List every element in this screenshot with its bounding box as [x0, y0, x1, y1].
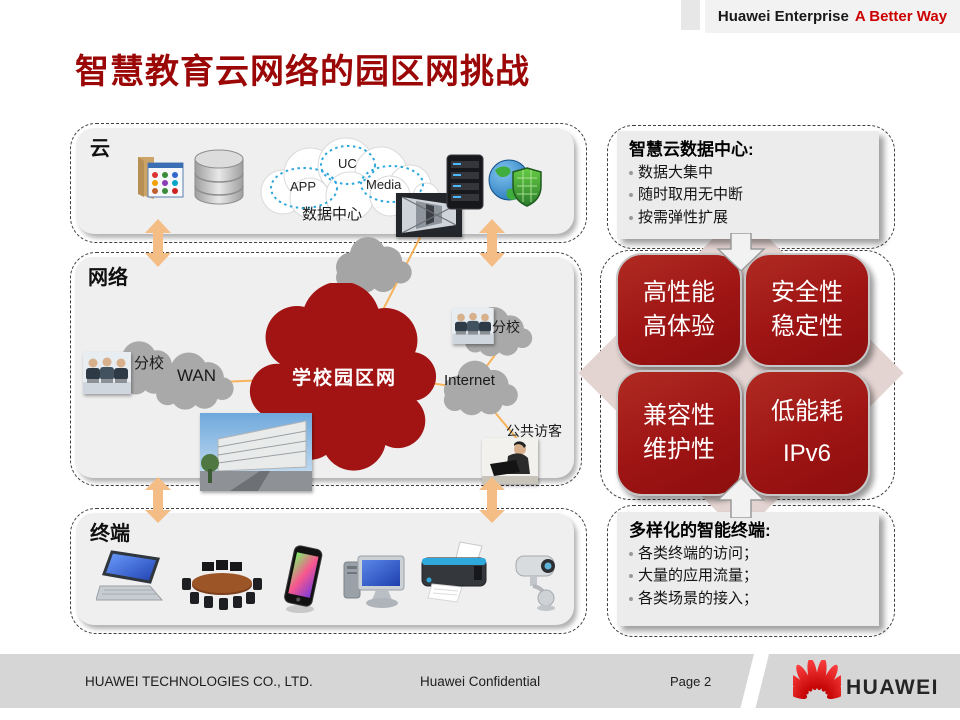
cloud-section-frame — [70, 123, 587, 243]
cloud-dc-bullet: 按需弹性扩展 — [629, 207, 867, 230]
up-arrow-icon — [716, 478, 766, 518]
cloud-dc-bullet: 随时取用无中断 — [629, 184, 867, 207]
terminal-section-label: 终端 — [90, 523, 130, 545]
branch-photo-left — [83, 352, 131, 394]
terminals-bullet: 大量的应用流量； — [629, 565, 867, 588]
visitor-photo — [482, 438, 538, 484]
public-visitor-label: 公共访客 — [506, 423, 562, 439]
desktop-icon — [343, 555, 405, 608]
cloud-section-label: 云 — [90, 138, 110, 160]
media-tag: Media — [366, 177, 402, 192]
branch-photo-right — [452, 308, 494, 344]
branch-right-label: 分校 — [492, 319, 520, 335]
terminal-section-panel — [76, 513, 574, 625]
huawei-logo-icon — [793, 660, 841, 699]
terminals-title: 多样化的智能终端: — [629, 521, 771, 540]
footer-page-number: Page 2 — [670, 673, 712, 689]
brand-text: Huawei Enterprise — [717, 8, 849, 25]
network-terminal-arrow-left-icon — [145, 477, 171, 523]
cloud-network-arrow-left-icon — [145, 219, 171, 267]
challenge-box-security: 安全性 稳定性 — [744, 253, 870, 367]
challenge-line: 维护性 — [643, 436, 715, 463]
cloud-dc-panel: 智慧云数据中心: 数据大集中 随时取用无中断 按需弹性扩展 — [617, 131, 879, 239]
footer-company: HUAWEI TECHNOLOGIES CO., LTD. — [85, 673, 313, 689]
folder-apps-icon — [138, 157, 184, 199]
server-icon — [446, 154, 484, 210]
smartphone-icon — [284, 545, 323, 613]
header-accent-tab — [681, 0, 700, 30]
app-tag: APP — [290, 179, 317, 194]
cloud-network-arrow-right-icon — [479, 219, 505, 267]
challenge-box-compatibility: 兼容性 维护性 — [616, 370, 742, 496]
challenge-box-performance: 高性能 高体验 — [616, 253, 742, 367]
database-icon — [194, 149, 244, 205]
globe-shield-icon — [488, 159, 542, 207]
terminals-bullet: 各类终端的访问； — [629, 543, 867, 566]
building-photo — [200, 413, 312, 491]
terminal-section-frame — [70, 508, 587, 634]
challenge-line: IPv6 — [782, 440, 832, 467]
challenge-line: 稳定性 — [771, 313, 843, 340]
telepresence-icon — [182, 560, 262, 610]
brand-tagline: A Better Way — [854, 8, 948, 25]
down-arrow-icon — [716, 233, 766, 271]
challenge-box-energy: 低能耗 IPv6 — [744, 370, 870, 496]
huawei-logo-text: HUAWEI — [846, 676, 939, 699]
datacenter-label: 数据中心 — [302, 206, 363, 223]
cctv-camera-icon — [515, 555, 555, 611]
laptop-icon — [96, 550, 164, 601]
cloud-dc-title: 智慧云数据中心: — [629, 140, 754, 159]
challenge-line: 兼容性 — [643, 402, 715, 430]
footer-confidential: Huawei Confidential — [420, 673, 541, 689]
footer-divider — [739, 652, 770, 712]
campus-label: 学校园区网 — [292, 368, 398, 389]
internet-label: Internet — [444, 372, 495, 389]
printer-icon — [421, 541, 487, 603]
network-section-label: 网络 — [88, 267, 128, 289]
header-banner: Huawei Enterprise A Better Way — [705, 0, 960, 33]
terminals-panel: 多样化的智能终端: 各类终端的访问； 大量的应用流量； 各类场景的接入； — [617, 512, 879, 626]
page-title: 智慧教育云网络的园区网挑战 — [75, 53, 530, 91]
wan-label: WAN — [177, 366, 217, 385]
network-terminal-arrow-right-icon — [479, 477, 505, 523]
challenge-line: 高性能 — [643, 279, 715, 307]
cloud-dc-bullet: 数据大集中 — [629, 162, 867, 185]
challenge-line: 安全性 — [771, 279, 843, 307]
challenge-line: 高体验 — [643, 313, 715, 340]
terminals-bullet: 各类场景的接入； — [629, 588, 867, 611]
challenge-line: 低能耗 — [771, 398, 843, 426]
branch-left-label: 分校 — [134, 355, 165, 372]
uc-tag: UC — [338, 156, 357, 171]
